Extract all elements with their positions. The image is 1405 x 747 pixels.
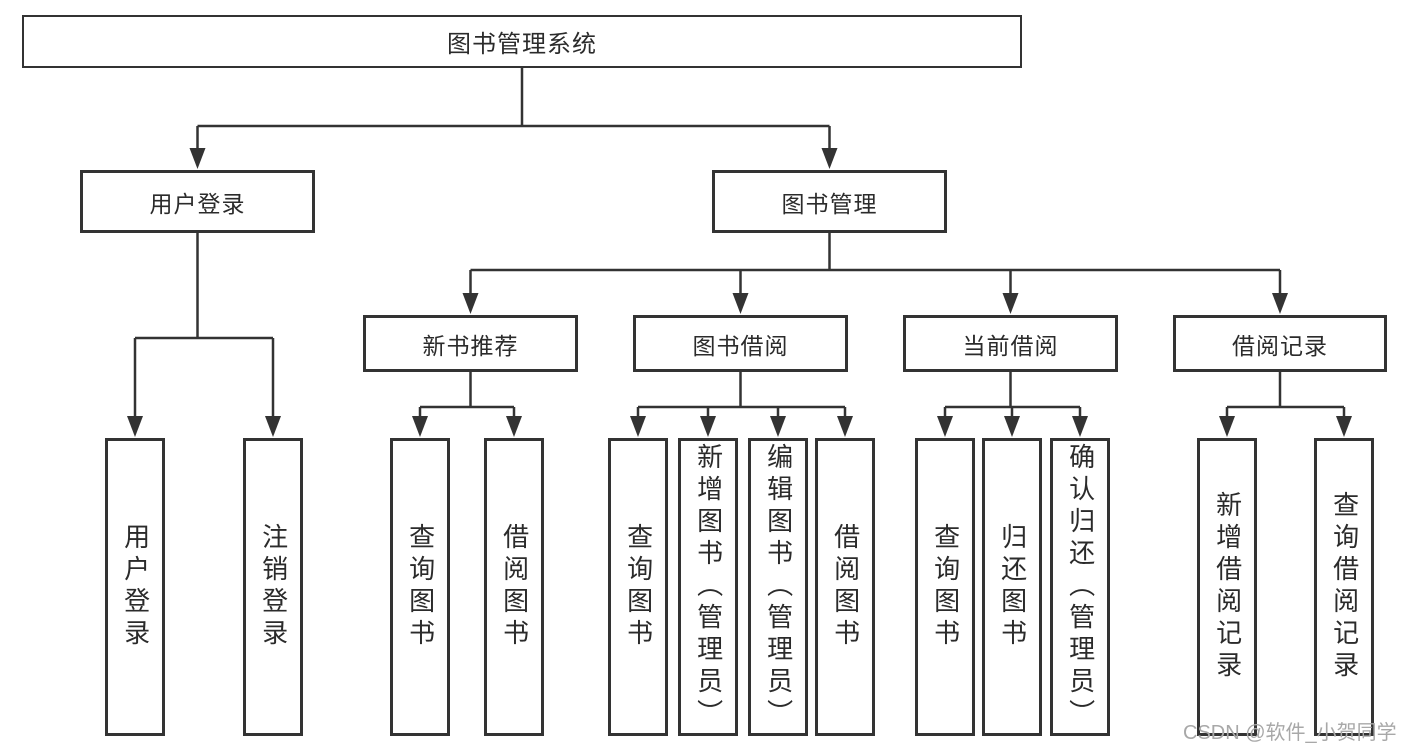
leaf-records-add-label: 新增借阅记录 (1212, 491, 1243, 683)
leaf-current-return: 归还图书 (982, 438, 1042, 736)
node-root-label: 图书管理系统 (447, 31, 597, 58)
leaf-borrow-borrow-label: 借阅图书 (830, 523, 861, 651)
node-book-borrow-label: 图书借阅 (692, 332, 789, 359)
leaf-current-confirm-label: 确认归还（管理员） (1065, 443, 1096, 731)
leaf-newbooks-query: 查询图书 (390, 438, 450, 736)
node-root: 图书管理系统 (22, 15, 1022, 68)
leaf-current-query: 查询图书 (915, 438, 975, 736)
node-book-mgmt-label: 图书管理 (781, 190, 878, 217)
arrowheads (127, 148, 1352, 437)
leaf-current-confirm: 确认归还（管理员） (1050, 438, 1110, 736)
leaf-records-add: 新增借阅记录 (1197, 438, 1257, 736)
leaf-borrow-borrow: 借阅图书 (815, 438, 875, 736)
node-current-borrow: 当前借阅 (903, 315, 1118, 372)
leaf-newbooks-borrow-label: 借阅图书 (499, 523, 530, 651)
node-new-books-label: 新书推荐 (422, 332, 519, 359)
leaf-records-query-label: 查询借阅记录 (1329, 491, 1360, 683)
node-user-login: 用户登录 (80, 170, 315, 233)
node-current-borrow-label: 当前借阅 (962, 332, 1059, 359)
leaf-borrow-edit: 编辑图书（管理员） (748, 438, 808, 736)
leaf-borrow-edit-label: 编辑图书（管理员） (763, 443, 794, 731)
leaf-logout-label: 注销登录 (258, 523, 289, 651)
leaf-logout: 注销登录 (243, 438, 303, 736)
leaf-newbooks-query-label: 查询图书 (405, 523, 436, 651)
node-book-mgmt: 图书管理 (712, 170, 947, 233)
leaf-borrow-query-label: 查询图书 (623, 523, 654, 651)
node-user-login-label: 用户登录 (149, 190, 246, 217)
leaf-user-login-label: 用户登录 (120, 523, 151, 651)
leaf-current-query-label: 查询图书 (930, 523, 961, 651)
leaf-user-login: 用户登录 (105, 438, 165, 736)
leaf-borrow-query: 查询图书 (608, 438, 668, 736)
leaf-records-query: 查询借阅记录 (1314, 438, 1374, 736)
node-new-books: 新书推荐 (363, 315, 578, 372)
leaf-current-return-label: 归还图书 (997, 523, 1028, 651)
watermark-text: CSDN @软件_小贺同学 (1183, 722, 1397, 744)
node-borrow-records-label: 借阅记录 (1232, 332, 1328, 359)
node-borrow-records: 借阅记录 (1173, 315, 1387, 372)
node-book-borrow: 图书借阅 (633, 315, 848, 372)
leaf-borrow-add: 新增图书（管理员） (678, 438, 738, 736)
leaf-borrow-add-label: 新增图书（管理员） (693, 443, 724, 731)
leaf-newbooks-borrow: 借阅图书 (484, 438, 544, 736)
